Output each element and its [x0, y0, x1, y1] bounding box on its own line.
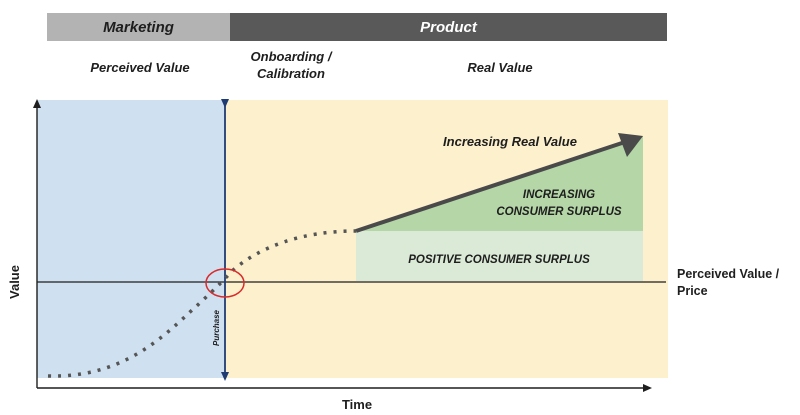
increasing-real-value-label: Increasing Real Value [443, 134, 577, 149]
y-axis-label: Value [7, 265, 22, 299]
increasing-surplus-label-line2: CONSUMER SURPLUS [496, 206, 622, 218]
increasing-surplus-label-line1: INCREASING [523, 189, 595, 201]
positive-surplus-label: POSITIVE CONSUMER SURPLUS [408, 254, 590, 266]
value-curve [47, 229, 357, 378]
perceived-price-label-line1: Perceived Value / [677, 267, 780, 281]
perceived-value-label: Perceived Value [90, 60, 190, 75]
marketing-header: Marketing [47, 13, 230, 41]
real-value-label: Real Value [467, 60, 533, 75]
perceived-price-label-line2: Price [677, 284, 708, 298]
onboarding-line2: Calibration [257, 66, 325, 81]
real-value-arrow [355, 140, 626, 233]
onboarding-line1: Onboarding / [250, 49, 332, 64]
positive-surplus-area [356, 231, 643, 281]
real-value-arrowhead [618, 133, 643, 157]
purchase-label: Purchase [212, 309, 221, 346]
x-axis-label: Time [342, 397, 372, 412]
onboarding-label: Onboarding / Calibration [232, 48, 350, 82]
marketing-region [37, 100, 225, 378]
purchase-highlight-circle [205, 268, 245, 298]
product-header: Product [230, 13, 667, 41]
